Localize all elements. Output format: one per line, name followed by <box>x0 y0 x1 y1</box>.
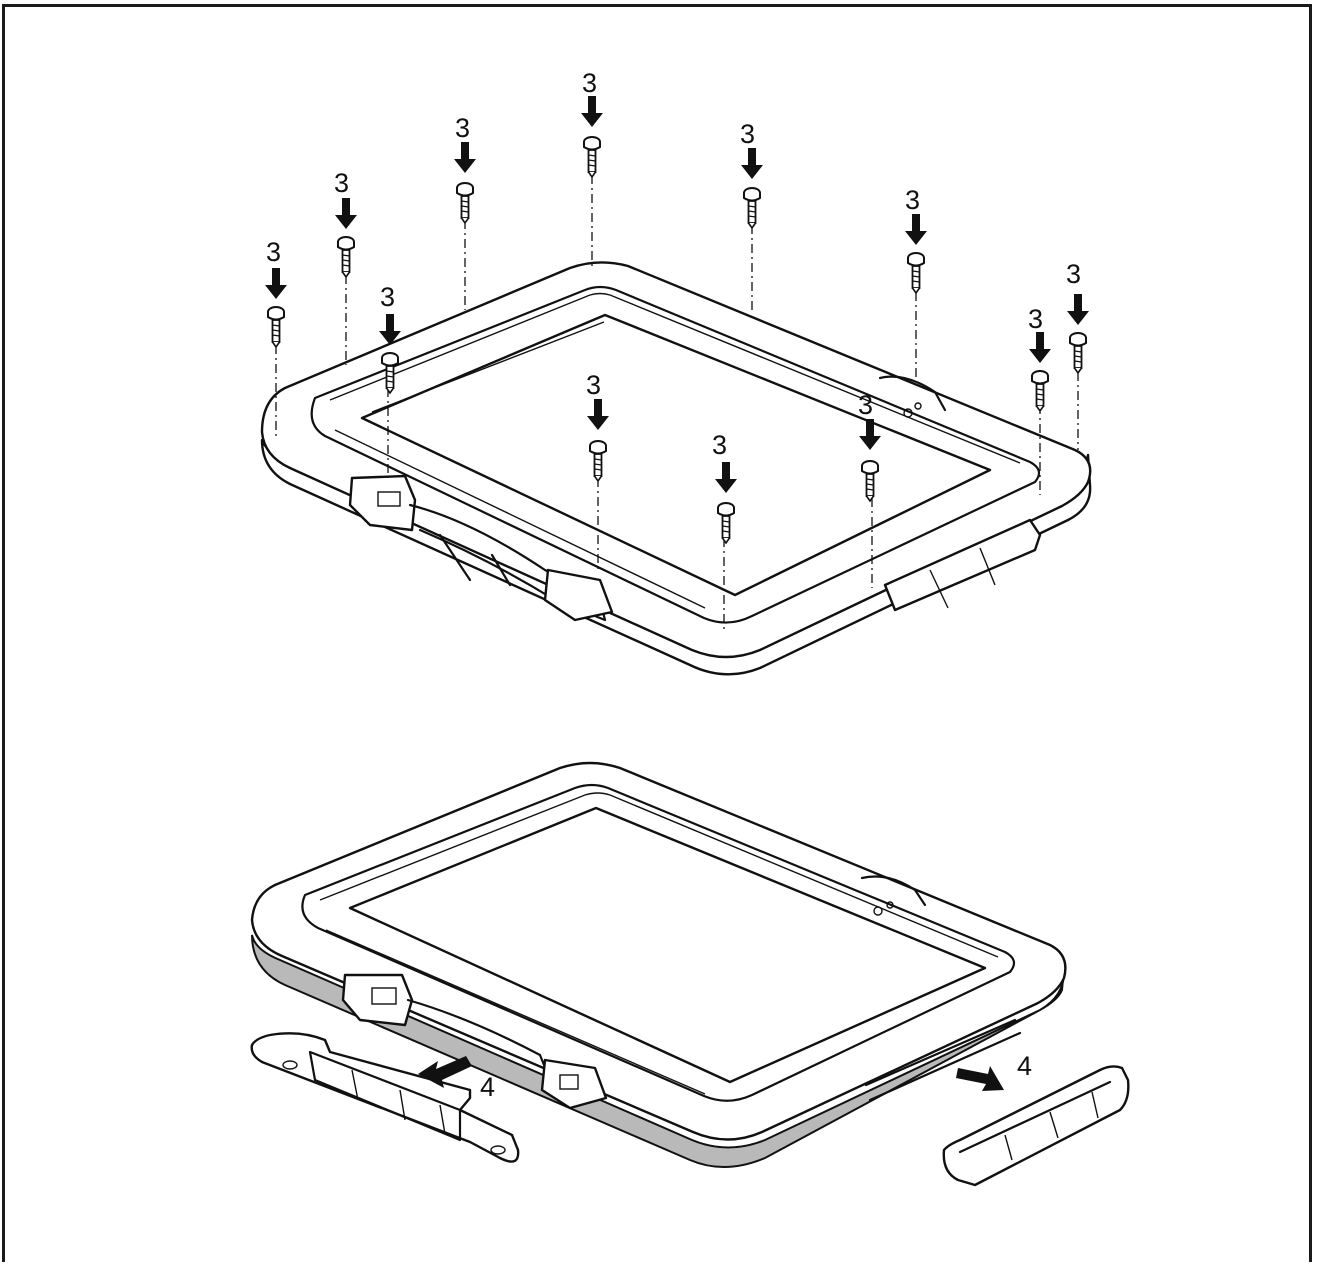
callout-3-h: 3 <box>1028 304 1043 334</box>
top-tablet-assembly <box>260 261 1092 676</box>
top-tablet-screen <box>360 313 992 597</box>
callout-3-g: 3 <box>1066 259 1081 289</box>
callout-3-f: 3 <box>905 185 920 215</box>
screw-6 <box>905 214 927 294</box>
top-left-port-cover <box>348 474 417 532</box>
callout-3-l: 3 <box>858 390 873 420</box>
screw-guide-lines <box>275 175 1079 630</box>
screw-5 <box>741 148 763 229</box>
right-side-cover-part <box>942 1065 1130 1187</box>
figure-frame <box>2 4 1312 1262</box>
screw-callout-group: 3 3 3 3 3 3 3 3 3 3 3 3 3 <box>265 68 1089 544</box>
callout-3-k: 3 <box>712 430 727 460</box>
callout-3-j: 3 <box>586 370 601 400</box>
left-side-cover-part <box>250 1032 520 1163</box>
screw-8 <box>1029 332 1051 412</box>
callout-4-left: 4 <box>480 1072 495 1102</box>
screw-2 <box>335 198 357 278</box>
top-right-port-cover <box>883 518 1042 612</box>
screw-7 <box>1067 294 1089 374</box>
bottom-tablet-assembly <box>250 761 1067 1169</box>
screw-3 <box>454 142 476 224</box>
left-remove-arrow <box>418 1056 472 1088</box>
screw-1 <box>265 268 287 348</box>
bottom-tablet-screen <box>348 806 987 1084</box>
bottom-tablet-inner-ring <box>301 783 1016 1102</box>
screw-4 <box>581 96 603 178</box>
top-tablet-inner-ring <box>310 285 1041 624</box>
callout-3-i: 3 <box>380 282 395 312</box>
callout-4-right: 4 <box>1017 1051 1032 1081</box>
callout-3-d: 3 <box>582 68 597 98</box>
callout-3-a: 3 <box>266 237 281 267</box>
callout-3-b: 3 <box>334 168 349 198</box>
callout-3-e: 3 <box>740 119 755 149</box>
callout-3-c: 3 <box>455 113 470 143</box>
right-remove-arrow <box>956 1066 1004 1091</box>
